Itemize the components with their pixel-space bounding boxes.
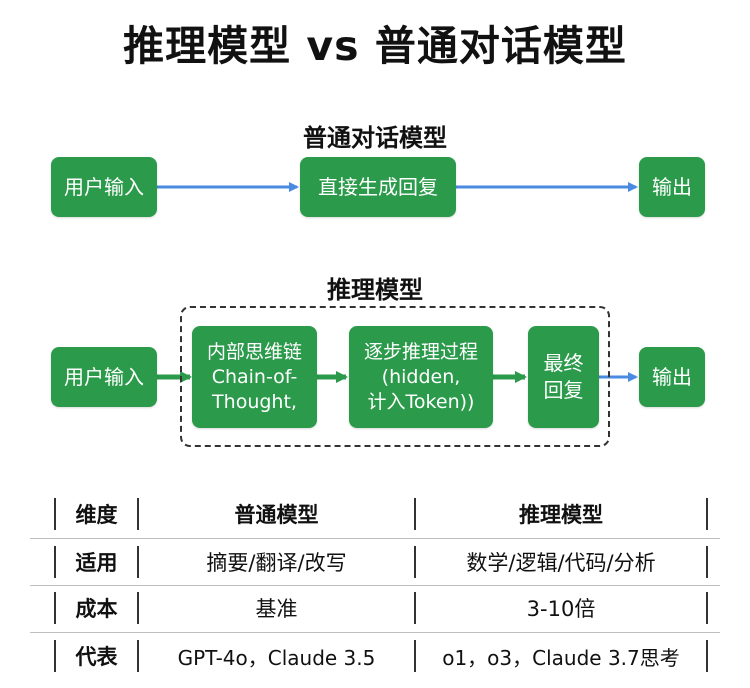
cot-line: Thought, bbox=[212, 390, 297, 413]
regular-input-box: 用户输入 bbox=[51, 157, 157, 217]
row-divider bbox=[30, 632, 720, 633]
col-divider bbox=[706, 498, 708, 530]
table-cell: 基准 bbox=[255, 597, 298, 621]
table-header: 推理模型 bbox=[519, 503, 603, 527]
final-line: 最终 bbox=[543, 351, 584, 375]
col-divider bbox=[137, 640, 139, 672]
table-cell: 3-10倍 bbox=[526, 597, 596, 621]
table-header: 普通模型 bbox=[234, 503, 319, 527]
col-divider bbox=[414, 640, 416, 672]
table-cell: 数学/逻辑/代码/分析 bbox=[466, 551, 656, 575]
col-divider bbox=[414, 546, 416, 578]
col-divider bbox=[54, 546, 56, 578]
reasoning-flow-title: 推理模型 bbox=[327, 276, 423, 304]
table-cell: 摘要/翻译/改写 bbox=[206, 551, 347, 575]
table-cell: o1，o3，Claude 3.7思考 bbox=[442, 645, 680, 670]
reasoning-output-box: 输出 bbox=[639, 347, 705, 407]
table-row-label: 代表 bbox=[75, 645, 118, 669]
steps-line: 计入Token)) bbox=[367, 390, 475, 413]
steps-line: 逐步推理过程 bbox=[363, 340, 478, 363]
reasoning-steps-box: 逐步推理过程 (hidden, 计入Token)) bbox=[349, 326, 493, 428]
steps-line: (hidden, bbox=[381, 365, 461, 388]
col-divider bbox=[414, 592, 416, 624]
hidden-reasoning-frame bbox=[180, 306, 610, 447]
col-divider bbox=[137, 546, 139, 578]
col-divider bbox=[54, 592, 56, 624]
regular-flow-title: 普通对话模型 bbox=[303, 124, 447, 152]
table-cell: GPT-4o，Claude 3.5 bbox=[177, 645, 376, 670]
col-divider bbox=[706, 546, 708, 578]
col-divider bbox=[414, 498, 416, 530]
table-header: 维度 bbox=[75, 503, 118, 527]
chain-of-thought-box: 内部思维链 Chain-of- Thought, bbox=[192, 326, 317, 428]
reasoning-input-box: 用户输入 bbox=[51, 347, 157, 407]
col-divider bbox=[706, 640, 708, 672]
regular-process-box: 直接生成回复 bbox=[300, 157, 456, 217]
row-divider bbox=[30, 585, 720, 586]
table-row-label: 适用 bbox=[75, 551, 118, 575]
col-divider bbox=[54, 498, 56, 530]
table-row-label: 成本 bbox=[75, 597, 118, 621]
page-title: 推理模型 vs 普通对话模型 bbox=[123, 22, 627, 70]
col-divider bbox=[137, 498, 139, 530]
cot-line: Chain-of- bbox=[211, 365, 298, 388]
comparison-table: 维度 普通模型 推理模型 适用 摘要/翻译/改写 数学/逻辑/代码/分析 成本 … bbox=[0, 488, 750, 688]
col-divider bbox=[706, 592, 708, 624]
col-divider bbox=[54, 640, 56, 672]
row-divider bbox=[30, 538, 720, 539]
cot-line: 内部思维链 bbox=[206, 340, 302, 363]
col-divider bbox=[137, 592, 139, 624]
regular-output-box: 输出 bbox=[639, 157, 705, 217]
final-line: 回复 bbox=[543, 378, 584, 402]
final-reply-box: 最终 回复 bbox=[528, 326, 599, 428]
